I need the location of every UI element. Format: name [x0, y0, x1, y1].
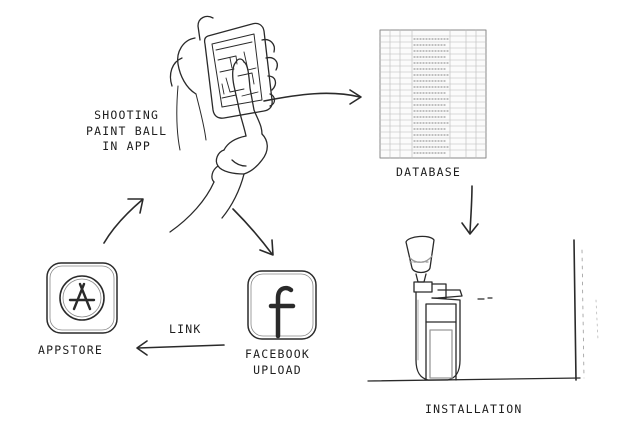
label-app-line1: SHOOTING — [94, 108, 160, 122]
label-appstore: APPSTORE — [38, 343, 103, 359]
machine-icon — [405, 235, 493, 381]
label-facebook: FACEBOOK UPLOAD — [245, 347, 310, 378]
arrow-facebook-to-appstore — [137, 344, 225, 349]
label-app-line3: IN APP — [102, 139, 151, 154]
arrow-app-to-facebook — [232, 208, 273, 255]
arrows — [103, 89, 479, 356]
label-database: DATABASE — [396, 165, 461, 181]
label-link-text: LINK — [169, 322, 202, 336]
label-facebook-line1: FACEBOOK — [245, 347, 310, 361]
facebook-icon — [247, 270, 317, 340]
database-table-icon — [379, 29, 487, 159]
arrow-appstore-to-app — [103, 199, 143, 244]
label-link: LINK — [169, 322, 202, 338]
label-database-text: DATABASE — [396, 165, 461, 179]
label-installation-text: INSTALLATION — [425, 402, 523, 416]
label-installation: INSTALLATION — [425, 402, 522, 418]
label-facebook-line2: UPLOAD — [253, 362, 302, 377]
app-store-icon — [46, 262, 118, 334]
arrow-database-to-installation — [469, 185, 473, 233]
label-appstore-text: APPSTORE — [38, 343, 103, 357]
label-app: SHOOTING PAINT BALL IN APP — [86, 108, 167, 155]
label-app-line2: PAINT BALL — [86, 123, 168, 138]
room-lines — [367, 239, 599, 382]
arrow-app-to-database — [263, 92, 361, 102]
phone-in-hand-icon — [169, 15, 278, 233]
